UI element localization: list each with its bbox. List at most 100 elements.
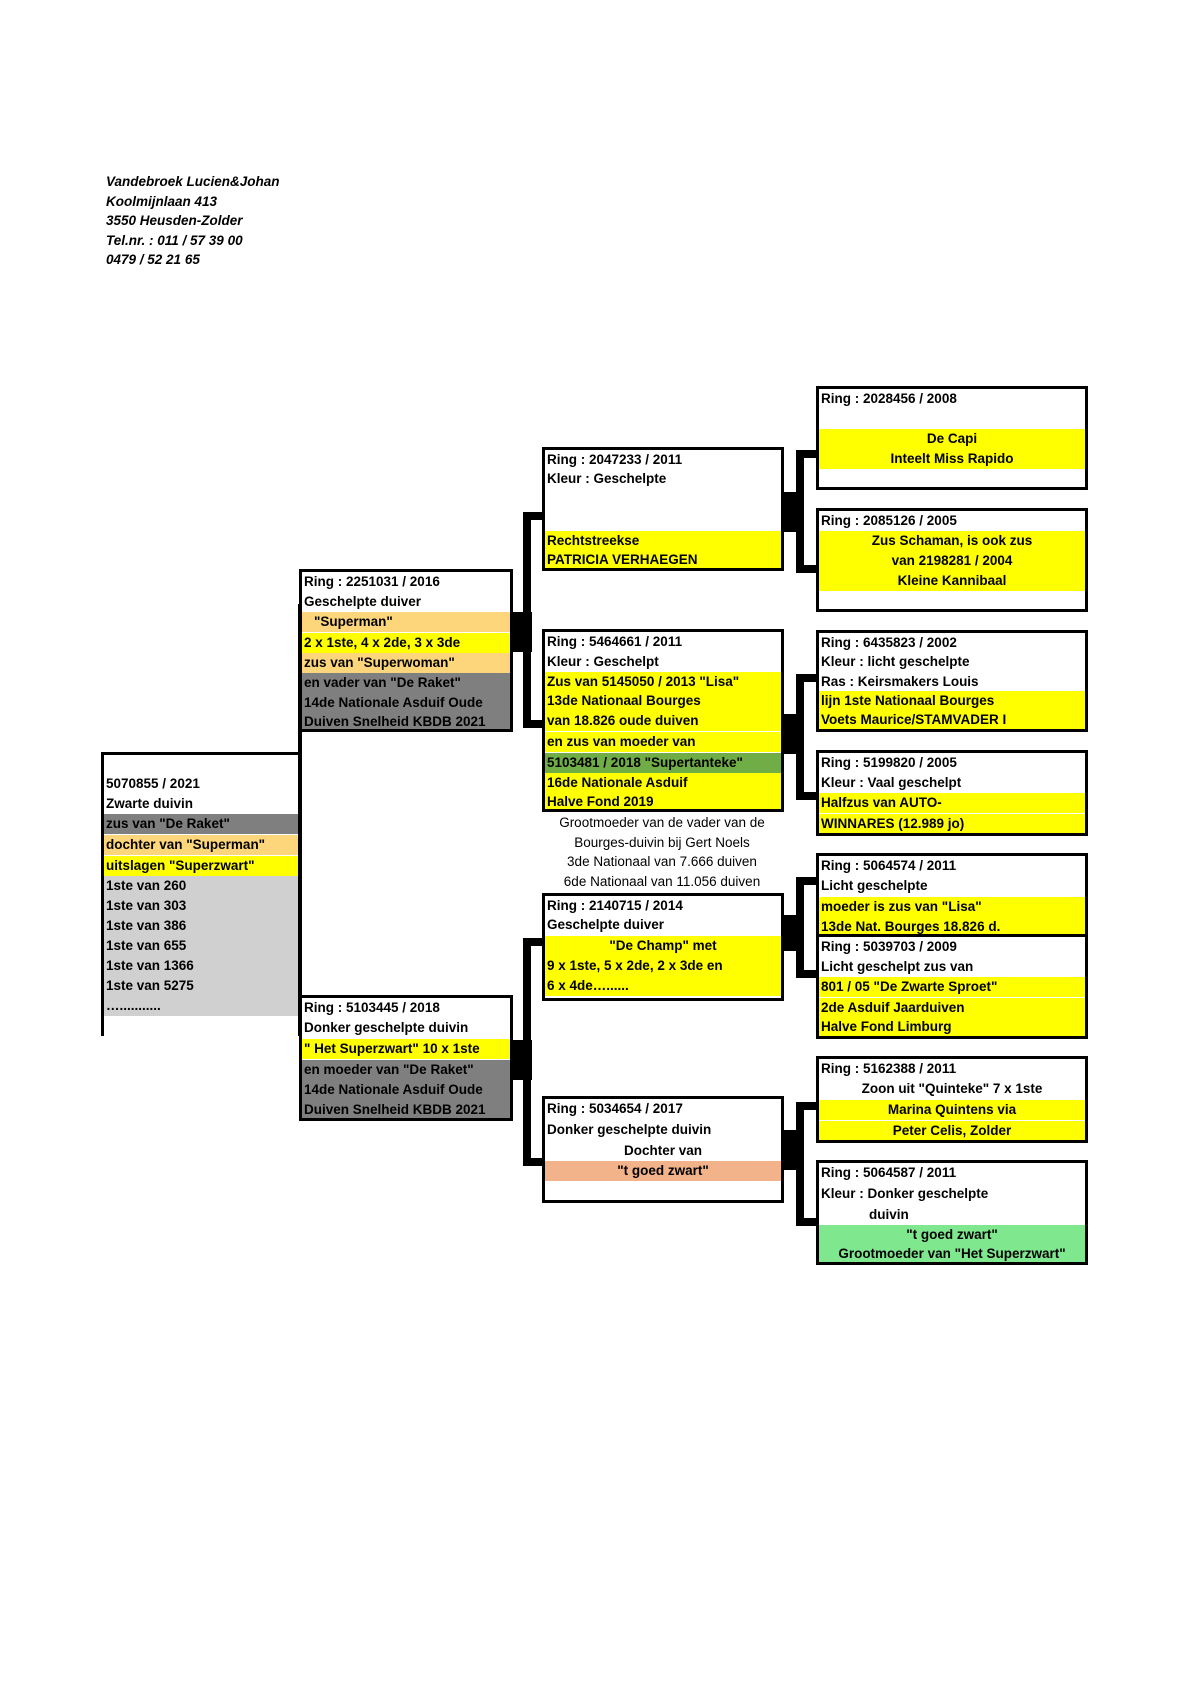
subject-color: Zwarte duivin xyxy=(106,796,194,811)
father-color: Geschelpte duiver xyxy=(304,594,422,609)
connector-father-bottom xyxy=(523,720,543,728)
breeder-phone: Tel.nr. : 011 / 57 39 00 xyxy=(106,232,243,248)
mf-box: Ring : 2140715 / 2014 Geschelpte duiver … xyxy=(542,893,784,1001)
connector-ff-bottom xyxy=(796,565,820,573)
ff-note: Rechtstreekse xyxy=(545,531,781,551)
fmm-color: Kleur : Vaal geschelpt xyxy=(821,775,962,790)
mff-note: moeder is zus van "Lisa" xyxy=(819,897,1085,917)
subject-sister-note: zus van "De Raket" xyxy=(104,814,298,834)
fmf-color: Kleur : licht geschelpte xyxy=(821,654,970,669)
breeder-mobile: 0479 / 52 21 65 xyxy=(106,252,200,267)
fm-color: Kleur : Geschelpt xyxy=(547,654,659,669)
fm-note: Zus van 5145050 / 2013 "Lisa" xyxy=(545,672,781,692)
fm-ring: Ring : 5464661 / 2011 xyxy=(547,634,683,649)
connector-mother-mid xyxy=(512,1040,532,1080)
fff-note: De Capi xyxy=(819,429,1085,449)
mmm-color: Kleur : Donker geschelpte xyxy=(821,1186,989,1201)
father-box: Ring : 2251031 / 2016 Geschelpte duiver … xyxy=(299,569,513,732)
mm-color: Donker geschelpte duivin xyxy=(547,1122,712,1137)
mmf-note: Zoon uit "Quinteke" 7 x 1ste xyxy=(861,1081,1043,1096)
mfm-note: 2de Asduif Jaarduiven xyxy=(819,998,1085,1018)
fm-annotation-line: Grootmoeder van de vader van de xyxy=(559,815,765,830)
mf-name: "De Champ" met xyxy=(545,936,781,956)
subject-result-ellipsis: …........... xyxy=(104,996,298,1016)
fmm-note: Halfzus van AUTO- xyxy=(819,793,1085,813)
fmf-box: Ring : 6435823 / 2002 Kleur : licht gesc… xyxy=(816,630,1088,732)
connector-fm-top xyxy=(796,674,820,682)
breeder-name: Vandebroek Lucien&Johan xyxy=(106,174,280,189)
ffm-box: Ring : 2085126 / 2005 Zus Schaman, is oo… xyxy=(816,508,1088,612)
fff-note: Inteelt Miss Rapido xyxy=(819,449,1085,469)
ffm-note: van 2198281 / 2004 xyxy=(819,551,1085,571)
father-name: "Superman" xyxy=(302,612,510,632)
fm-annotation: Grootmoeder van de vader van de Bourges-… xyxy=(532,813,792,891)
ff-box: Ring : 2047233 / 2011 Kleur : Geschelpte… xyxy=(542,447,784,571)
subject-results-heading: uitslagen "Superzwart" xyxy=(104,856,298,876)
fmm-ring: Ring : 5199820 / 2005 xyxy=(821,755,957,770)
connector-fm-bottom xyxy=(796,792,820,800)
mfm-box: Ring : 5039703 / 2009 Licht geschelpt zu… xyxy=(816,934,1088,1039)
mm-box: Ring : 5034654 / 2017 Donker geschelpte … xyxy=(542,1096,784,1203)
connector-father-top xyxy=(523,512,543,520)
connector-mother-bottom xyxy=(523,1158,543,1166)
mf-results: 6 x 4de…...... xyxy=(545,976,781,996)
fm-annotation-line: Bourges-duivin bij Gert Noels xyxy=(574,834,750,850)
father-sister-note: zus van "Superwoman" xyxy=(302,653,510,673)
mff-color: Licht geschelpte xyxy=(821,878,928,893)
connector-fm-mid xyxy=(784,714,804,754)
fm-annotation-line: 6de Nationaal van 11.056 duiven xyxy=(563,873,761,889)
mmm-color-cont: duivin xyxy=(869,1207,909,1222)
mf-ring: Ring : 2140715 / 2014 xyxy=(547,898,683,913)
mother-box: Ring : 5103445 / 2018 Donker geschelpte … xyxy=(299,995,513,1121)
breeder-city: 3550 Heusden-Zolder xyxy=(106,213,243,228)
subject-result: 1ste van 5275 xyxy=(104,976,298,996)
subject-result: 1ste van 303 xyxy=(104,896,298,916)
subject-result: 1ste van 386 xyxy=(104,916,298,936)
fm-note: 13de Nationaal Bourges xyxy=(545,691,781,711)
mf-color: Geschelpte duiver xyxy=(547,917,665,932)
fm-highlight: 5103481 / 2018 "Supertanteke" xyxy=(545,753,781,773)
mmf-note: Marina Quintens via xyxy=(819,1100,1085,1120)
mfm-color: Licht geschelpt zus van xyxy=(821,959,974,974)
father-note: en vader van "De Raket" xyxy=(302,673,510,693)
subject-result: 1ste van 1366 xyxy=(104,956,298,976)
fmf-note: Voets Maurice/STAMVADER I xyxy=(819,710,1085,729)
connector-mm-mid xyxy=(784,1130,804,1170)
connector-mm-bottom xyxy=(796,1218,820,1226)
subject-box: 5070855 / 2021 Zwarte duivin zus van "De… xyxy=(101,752,301,1036)
ffm-note: Zus Schaman, is ook zus xyxy=(819,531,1085,551)
mff-ring: Ring : 5064574 / 2011 xyxy=(821,858,957,873)
mmf-ring: Ring : 5162388 / 2011 xyxy=(821,1061,957,1076)
fm-note: en zus van moeder van xyxy=(545,732,781,752)
mmf-box: Ring : 5162388 / 2011 Zoon uit "Quinteke… xyxy=(816,1056,1088,1143)
mother-name: " Het Superzwart" 10 x 1ste xyxy=(302,1039,510,1059)
fmf-note: lijn 1ste Nationaal Bourges xyxy=(819,691,1085,711)
fff-box: Ring : 2028456 / 2008 De Capi Inteelt Mi… xyxy=(816,386,1088,490)
mother-ring: Ring : 5103445 / 2018 xyxy=(304,1000,440,1015)
mfm-note: Halve Fond Limburg xyxy=(819,1017,1085,1036)
connector-ff-top xyxy=(796,450,820,458)
mff-note: 13de Nat. Bourges 18.826 d. xyxy=(819,917,1085,936)
connector-ff-mid xyxy=(784,492,804,532)
subject-result: 1ste van 655 xyxy=(104,936,298,956)
father-results: 2 x 1ste, 4 x 2de, 3 x 3de xyxy=(302,633,510,653)
ffm-note: Kleine Kannibaal xyxy=(819,571,1085,591)
connector-mf-top xyxy=(796,877,820,885)
ffm-ring: Ring : 2085126 / 2005 xyxy=(821,513,957,528)
father-note: 14de Nationale Asduif Oude xyxy=(302,693,510,713)
mm-ring: Ring : 5034654 / 2017 xyxy=(547,1101,683,1116)
connector-mother-top xyxy=(523,938,543,946)
mfm-ring: Ring : 5039703 / 2009 xyxy=(821,939,957,954)
mother-color: Donker geschelpte duivin xyxy=(304,1020,469,1035)
fff-ring: Ring : 2028456 / 2008 xyxy=(821,391,957,406)
ff-note: PATRICIA VERHAEGEN xyxy=(545,550,781,568)
connector-mm-top xyxy=(796,1102,820,1110)
mfm-note: 801 / 05 "De Zwarte Sproet" xyxy=(819,977,1085,997)
fm-note: 16de Nationale Asduif xyxy=(545,773,781,793)
subject-result: 1ste van 260 xyxy=(104,876,298,896)
connector-father-mid xyxy=(512,612,532,652)
fm-annotation-line: 3de Nationaal van 7.666 duiven xyxy=(567,854,757,869)
fmm-note: WINNARES (12.989 jo) xyxy=(819,814,1085,833)
breeder-street: Koolmijnlaan 413 xyxy=(106,193,218,209)
father-note: Duiven Snelheid KBDB 2021 xyxy=(302,712,510,729)
